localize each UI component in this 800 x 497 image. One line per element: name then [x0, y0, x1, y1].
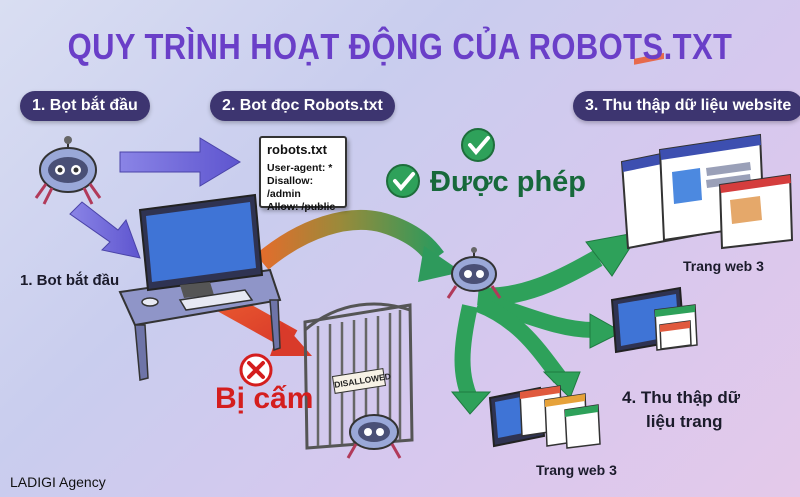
denied-label: Bị cấm	[215, 382, 314, 415]
step-3-badge: 3. Thu thập dữ liệu website	[573, 91, 800, 121]
browser-window-icon	[620, 52, 794, 250]
computer-icon	[488, 385, 601, 449]
site-label-bottom: Trang web 3	[536, 462, 617, 478]
allowed-label: Được phép	[430, 166, 587, 198]
robot-icon	[34, 136, 102, 205]
computer-icon	[118, 193, 282, 381]
step-2-badge: 2. Bot đọc Robots.txt	[210, 91, 395, 121]
curved-arrow-to-robot	[255, 209, 462, 282]
robot-icon	[446, 247, 502, 299]
computer-icon	[610, 286, 698, 354]
allow-arrows	[450, 231, 642, 415]
site-label-top: Trang web 3	[683, 258, 764, 274]
robots-file-name: robots.txt	[267, 142, 327, 157]
robots-file-line: Allow: /public	[267, 201, 336, 213]
robots-file-line: User-agent: *	[267, 162, 333, 174]
bot-start-label: 1. Bot bắt đầu	[20, 272, 120, 289]
cross-icon	[239, 353, 273, 387]
page-title: QUY TRÌNH HOẠT ĐỘNG CỦA ROBOTS.TXT	[67, 26, 733, 67]
robots-file-note: robots.txt User-agent: * Disallow: /admi…	[259, 136, 347, 213]
brand-label: LADIGI Agency	[10, 474, 106, 490]
collect-label-line1: 4. Thu thập dữ	[622, 388, 741, 407]
collect-label-line2: liệu trang	[646, 412, 723, 431]
flow-arrow-to-file	[119, 137, 241, 187]
check-icon	[461, 128, 495, 162]
robots-file-line: Disallow: /admin	[267, 175, 314, 200]
step-1-badge: 1. Bọt bắt đầu	[20, 91, 150, 121]
flow-arrow-to-computer	[69, 201, 141, 259]
robot-icon	[346, 414, 402, 459]
check-icon	[386, 164, 420, 198]
